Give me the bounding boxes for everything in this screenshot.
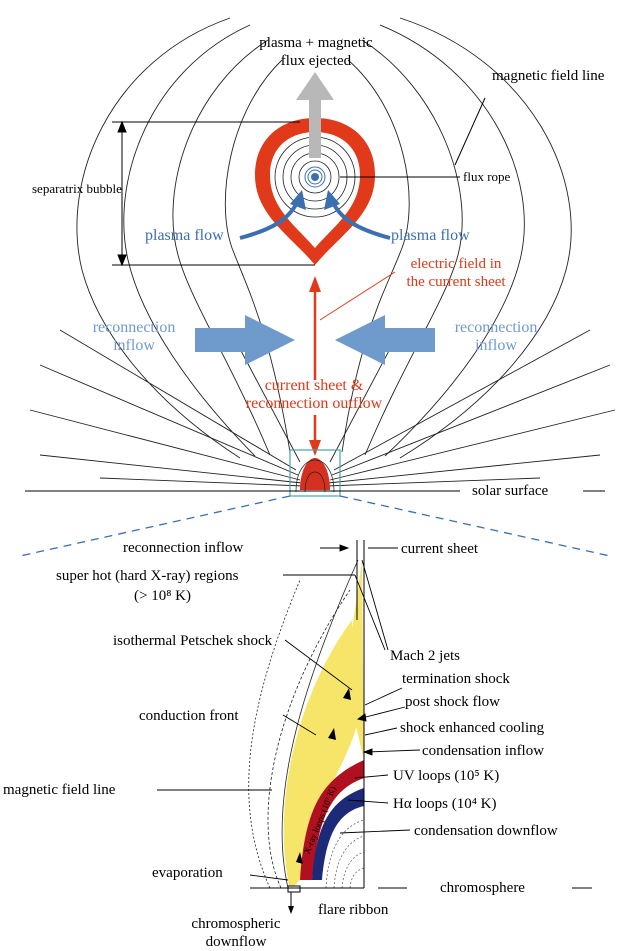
label-isothermal-petschek-shock: isothermal Petschek shock [113, 633, 273, 649]
separatrix-bracket [112, 120, 315, 267]
label-flare-ribbon: flare ribbon [318, 902, 389, 918]
label-conduction-front: conduction front [139, 708, 239, 724]
label-condensation-downflow: condensation downflow [414, 823, 558, 839]
label-current-sheet-detail: current sheet [401, 541, 479, 557]
label-termination-shock: termination shock [402, 671, 510, 687]
label-post-shock-flow: post shock flow [405, 694, 500, 710]
separatrix-bubble-shape [255, 118, 375, 265]
flare-ribbon-mark [287, 885, 301, 893]
label-solar-surface: solar surface [472, 483, 549, 499]
ejection-arrow [296, 72, 334, 158]
label-uv-loops: UV loops (10⁵ K) [393, 768, 500, 784]
reconnection-inflow-arrows [195, 315, 435, 365]
label-plasma-flow-right: plasma flow [391, 227, 470, 244]
leader-lines-top [319, 97, 486, 321]
flow-arrows-detail [296, 688, 351, 864]
label-magnetic-field-line-detail: magnetic field line [3, 782, 116, 798]
label-reconnection-inflow-detail: reconnection inflow [123, 540, 244, 556]
zoom-box [289, 449, 341, 497]
label-flux-rope: flux rope [463, 169, 511, 184]
detail-loop [248, 540, 365, 914]
label-shock-enhanced-cooling: shock enhanced cooling [400, 720, 545, 736]
label-super-hot-temp: (> 10⁸ K) [134, 588, 192, 604]
label-plasma-flux-ejected: plasma + magnetic flux ejected [259, 35, 373, 69]
label-super-hot-regions: super hot (hard X-ray) regions [56, 568, 239, 584]
label-mach-2-jets: Mach 2 jets [390, 648, 460, 664]
current-sheet-line [309, 276, 321, 456]
label-condensation-inflow: condensation inflow [422, 743, 545, 759]
label-chromosphere: chromosphere [440, 880, 525, 896]
label-electric-field: electric field in the current sheet [406, 256, 506, 290]
label-chromospheric-downflow: chromospheric downflow [191, 916, 281, 950]
leader-lines-bottom [157, 544, 592, 889]
label-evaporation: evaporation [152, 865, 223, 881]
label-plasma-flow-left: plasma flow [145, 227, 224, 244]
label-reconnection-inflow-left: reconnection inflow [92, 319, 176, 354]
label-magnetic-field-line-top: magnetic field line [492, 68, 605, 84]
label-reconnection-inflow-right: reconnection inflow [454, 319, 538, 354]
zoom-lines [19, 495, 611, 557]
label-halpha-loops: Hα loops (10⁴ K) [393, 796, 497, 812]
flux-rope-core [311, 173, 319, 181]
label-current-sheet-outflow: current sheet & reconnection outflow [245, 377, 383, 412]
flare-region-small [289, 449, 341, 497]
label-separatrix-bubble: separatrix bubble [32, 181, 122, 196]
field-lines-upper [29, 17, 616, 487]
